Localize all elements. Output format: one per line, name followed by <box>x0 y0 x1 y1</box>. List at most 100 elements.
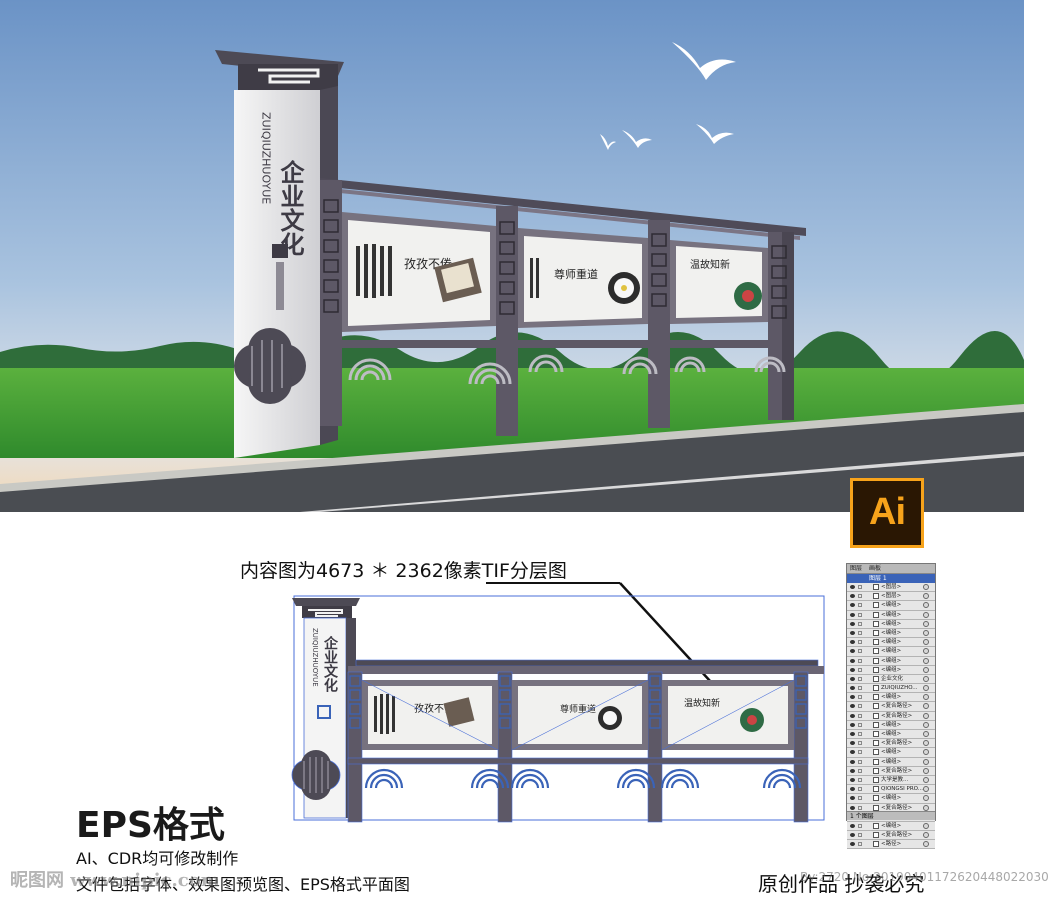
lock-toggle-icon[interactable] <box>858 713 862 718</box>
lock-toggle-icon[interactable] <box>858 630 862 635</box>
lock-toggle-icon[interactable] <box>858 732 862 736</box>
layer-row[interactable]: <编组> <box>847 656 935 666</box>
layer-row[interactable]: <编组> <box>847 610 935 620</box>
lock-toggle-icon[interactable] <box>858 741 862 746</box>
layer-row[interactable]: <路径> <box>847 840 935 850</box>
layers-panel[interactable]: 图层 画板 图层 1 <图层><图层><编组><编组><编组><编组><编组><… <box>846 563 936 850</box>
visibility-eye-icon[interactable] <box>850 750 855 755</box>
target-circle-icon[interactable] <box>923 767 929 774</box>
visibility-eye-icon[interactable] <box>850 732 855 736</box>
visibility-eye-icon[interactable] <box>850 768 855 773</box>
visibility-eye-icon[interactable] <box>850 713 855 718</box>
target-circle-icon[interactable] <box>923 731 929 737</box>
target-circle-icon[interactable] <box>923 832 929 839</box>
visibility-eye-icon[interactable] <box>850 842 855 847</box>
visibility-eye-icon[interactable] <box>850 621 855 626</box>
layer-row[interactable]: <编组> <box>847 748 935 758</box>
lock-toggle-icon[interactable] <box>858 649 862 654</box>
target-circle-icon[interactable] <box>923 786 929 793</box>
tab-layers[interactable]: 图层 <box>850 565 863 572</box>
target-circle-icon[interactable] <box>923 776 929 783</box>
layer-row[interactable]: <图层> <box>847 583 935 593</box>
visibility-eye-icon[interactable] <box>850 676 855 681</box>
target-circle-icon[interactable] <box>923 841 929 848</box>
layer-row[interactable]: QIONGSI PRO... <box>847 785 935 795</box>
visibility-eye-icon[interactable] <box>850 704 855 709</box>
lock-toggle-icon[interactable] <box>858 585 862 589</box>
visibility-eye-icon[interactable] <box>850 787 855 792</box>
lock-toggle-icon[interactable] <box>858 658 862 663</box>
visibility-eye-icon[interactable] <box>850 594 855 599</box>
layer-row[interactable]: <复合路径> <box>847 831 935 841</box>
visibility-eye-icon[interactable] <box>850 777 855 782</box>
active-layer[interactable]: 图层 1 <box>847 574 935 583</box>
target-circle-icon[interactable] <box>923 675 929 682</box>
target-circle-icon[interactable] <box>923 593 929 600</box>
layer-row[interactable]: <编组> <box>847 821 935 832</box>
visibility-eye-icon[interactable] <box>850 805 855 810</box>
visibility-eye-icon[interactable] <box>850 585 855 589</box>
layer-row[interactable]: <复合路径> <box>847 702 935 712</box>
lock-toggle-icon[interactable] <box>858 842 862 847</box>
lock-toggle-icon[interactable] <box>858 667 862 672</box>
layer-row[interactable]: <编组> <box>847 730 935 740</box>
target-circle-icon[interactable] <box>923 620 929 627</box>
layer-row[interactable]: <编组> <box>847 720 935 730</box>
visibility-eye-icon[interactable] <box>850 833 855 838</box>
target-circle-icon[interactable] <box>923 758 929 765</box>
layer-row[interactable]: <编组> <box>847 601 935 611</box>
lock-toggle-icon[interactable] <box>858 768 862 773</box>
lock-toggle-icon[interactable] <box>858 750 862 755</box>
layer-row[interactable]: <复合路径> <box>847 739 935 749</box>
target-circle-icon[interactable] <box>923 703 929 710</box>
target-circle-icon[interactable] <box>923 822 929 829</box>
lock-toggle-icon[interactable] <box>858 603 862 608</box>
target-circle-icon[interactable] <box>923 804 929 811</box>
target-circle-icon[interactable] <box>923 629 929 636</box>
lock-toggle-icon[interactable] <box>858 833 862 838</box>
lock-toggle-icon[interactable] <box>858 823 862 828</box>
visibility-eye-icon[interactable] <box>850 759 855 764</box>
lock-toggle-icon[interactable] <box>858 796 862 801</box>
lock-toggle-icon[interactable] <box>858 640 862 645</box>
visibility-eye-icon[interactable] <box>850 695 855 700</box>
target-circle-icon[interactable] <box>923 639 929 646</box>
layer-row[interactable]: <编组> <box>847 665 935 675</box>
layer-row[interactable]: 大学是教... <box>847 775 935 786</box>
layer-row[interactable]: <编组> <box>847 693 935 703</box>
lock-toggle-icon[interactable] <box>858 621 862 626</box>
target-circle-icon[interactable] <box>923 584 929 590</box>
lock-toggle-icon[interactable] <box>858 704 862 709</box>
layer-row[interactable]: <编组> <box>847 638 935 648</box>
lock-toggle-icon[interactable] <box>858 695 862 700</box>
layers-panel-tabs[interactable]: 图层 画板 <box>847 564 935 574</box>
target-circle-icon[interactable] <box>923 648 929 655</box>
layer-row[interactable]: <图层> <box>847 592 935 602</box>
target-circle-icon[interactable] <box>923 749 929 756</box>
target-circle-icon[interactable] <box>923 602 929 609</box>
visibility-eye-icon[interactable] <box>850 686 855 691</box>
target-circle-icon[interactable] <box>923 740 929 747</box>
layer-row[interactable]: <复合路径> <box>847 711 935 721</box>
layer-row[interactable]: <编组> <box>847 794 935 804</box>
visibility-eye-icon[interactable] <box>850 722 855 727</box>
visibility-eye-icon[interactable] <box>850 823 855 828</box>
target-circle-icon[interactable] <box>923 712 929 719</box>
layer-row[interactable]: 企业文化 <box>847 674 935 685</box>
visibility-eye-icon[interactable] <box>850 741 855 746</box>
target-circle-icon[interactable] <box>923 611 929 618</box>
lock-toggle-icon[interactable] <box>858 612 862 617</box>
tab-artboards[interactable]: 画板 <box>868 565 881 572</box>
visibility-eye-icon[interactable] <box>850 658 855 663</box>
layer-row[interactable]: <编组> <box>847 619 935 629</box>
target-circle-icon[interactable] <box>923 721 929 728</box>
target-circle-icon[interactable] <box>923 657 929 664</box>
visibility-eye-icon[interactable] <box>850 796 855 801</box>
layer-row[interactable]: <编组> <box>847 647 935 657</box>
layer-row[interactable]: <复合路径> <box>847 766 935 776</box>
lock-toggle-icon[interactable] <box>858 676 862 681</box>
layer-row[interactable]: <编组> <box>847 628 935 639</box>
layer-row[interactable]: ZUIQIUZHO... <box>847 684 935 694</box>
lock-toggle-icon[interactable] <box>858 722 862 727</box>
lock-toggle-icon[interactable] <box>858 759 862 764</box>
